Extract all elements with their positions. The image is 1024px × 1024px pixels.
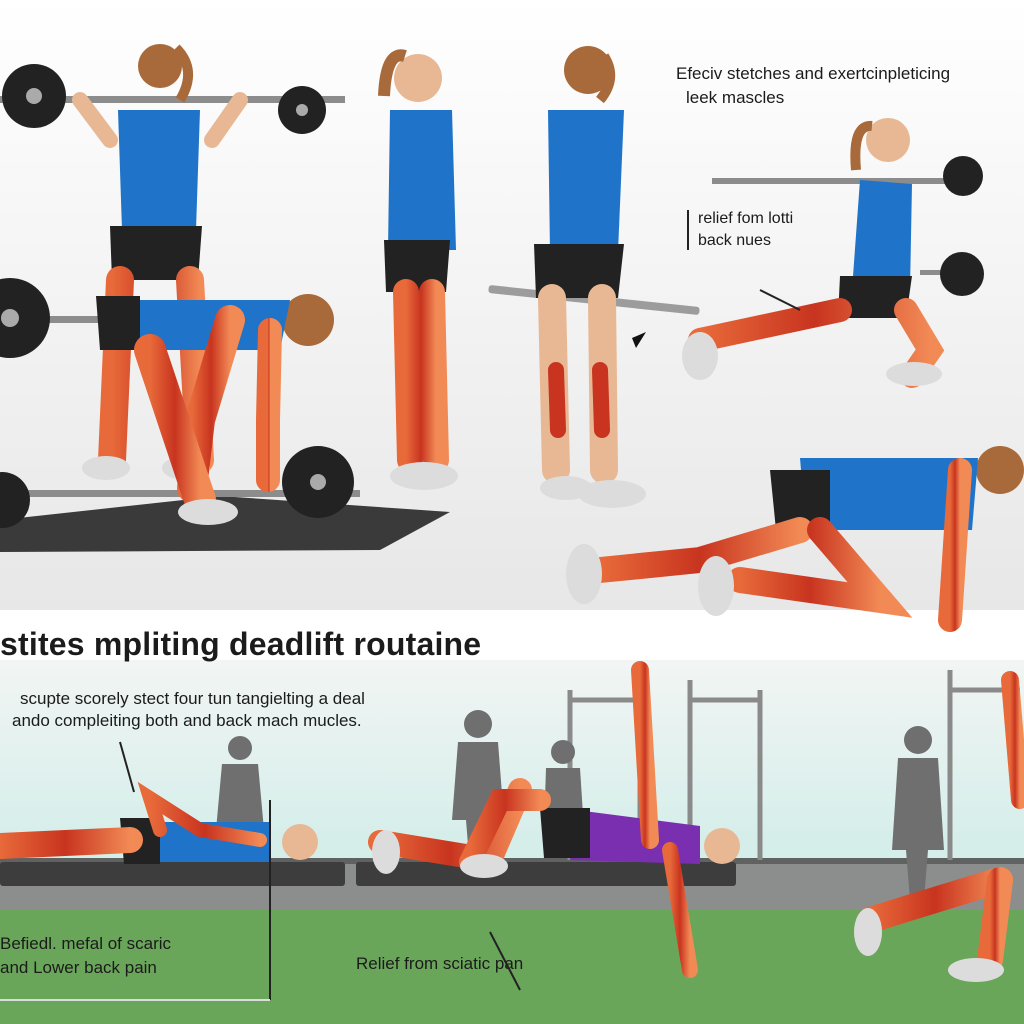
figure-lunge-bottom — [854, 671, 1024, 982]
barbell — [0, 64, 345, 134]
subtitle: scupte scorely stect four tun tangieltin… — [12, 688, 365, 732]
figure-lying-stretch — [0, 781, 318, 864]
figure-standing-back — [534, 46, 646, 508]
bottom-mid-caption: Relief from sciatic pan — [356, 954, 524, 973]
mid-right-caption-line2: back nues — [698, 232, 771, 249]
mid-right-caption-line1: relief fom lotti — [698, 210, 794, 227]
figure-standing-side — [378, 49, 458, 490]
figure-lunge — [682, 118, 945, 388]
bottom-left-caption-line2: and Lower back pain — [0, 958, 157, 977]
barbell — [712, 156, 984, 296]
barbell — [0, 278, 160, 358]
figure-kneeling — [566, 446, 1024, 632]
top-right-caption-line2: leek mascles — [686, 88, 785, 107]
mid-right-caption: relief fom lotti back nues — [698, 208, 793, 252]
figure-lying-twist — [368, 661, 740, 978]
floor — [0, 905, 1024, 1024]
top-right-caption: Efeciv stetches and exertcinpleticing le… — [676, 62, 950, 110]
subtitle-line1: scupte scorely stect four tun tangieltin… — [20, 689, 365, 708]
subtitle-line2: ando compleiting both and back mach mucl… — [12, 711, 362, 730]
bottom-left-caption: Befiedl. mefal of scaric and Lower back … — [0, 932, 171, 980]
bottom-left-caption-line1: Befiedl. mefal of scaric — [0, 934, 172, 953]
top-right-caption-line1: Efeciv stetches and exertcinpleticing — [676, 64, 951, 83]
figure-deadlift — [96, 294, 334, 525]
pointer-lines — [119, 210, 801, 1000]
page-title: stites mpliting deadlift routaine — [0, 626, 482, 662]
